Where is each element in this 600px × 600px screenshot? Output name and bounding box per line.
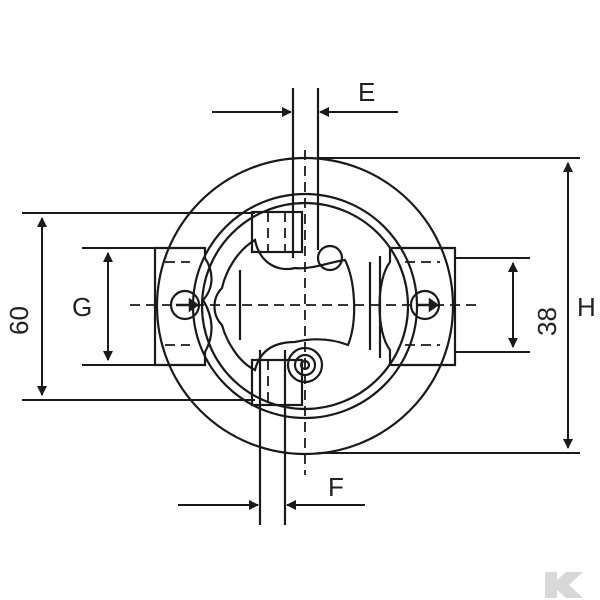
left-yoke-block (153, 246, 213, 367)
label-g: G (72, 292, 92, 322)
watermark-logo (545, 572, 583, 598)
label-60: 60 (4, 306, 34, 335)
top-yoke-plate (250, 210, 304, 254)
label-h: H (577, 292, 596, 322)
label-f: F (328, 472, 344, 502)
inner-ring (191, 192, 419, 420)
center-cross (213, 238, 356, 372)
label-38: 38 (532, 307, 562, 336)
label-e: E (358, 77, 375, 107)
pin-circle-upper (316, 244, 344, 272)
